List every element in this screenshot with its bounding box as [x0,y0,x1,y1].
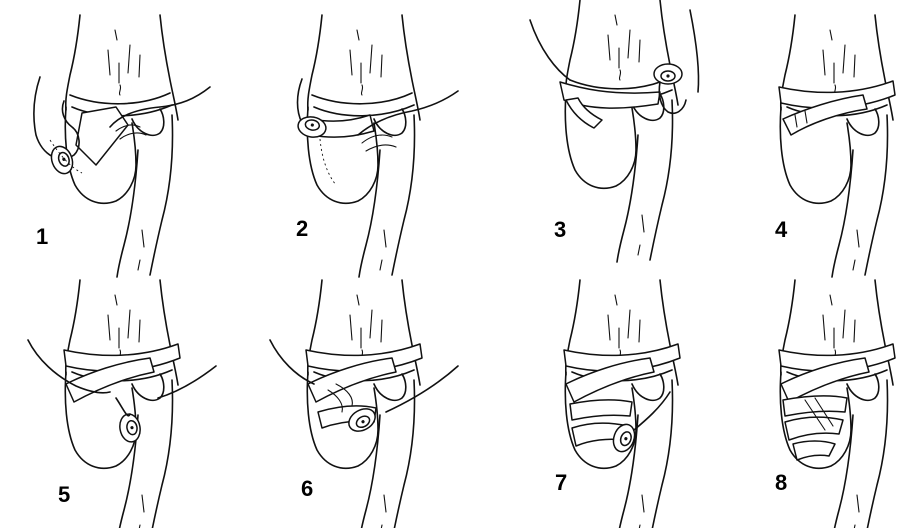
step-2-figure [296,15,458,277]
step-4-figure [779,15,895,277]
step-number-5: 5 [58,482,70,507]
step-number-7: 7 [555,470,567,495]
step-number-1: 1 [36,224,48,249]
step-5-figure [28,280,216,528]
step-number-8: 8 [775,470,787,495]
step-number-6: 6 [301,476,313,501]
step-6-figure [270,280,458,528]
step-1-figure [34,15,210,277]
step-number-2: 2 [296,216,308,241]
step-8-figure [779,280,895,528]
step-7-figure [564,280,680,528]
step-number-4: 4 [775,217,788,242]
step-number-3: 3 [554,217,566,242]
